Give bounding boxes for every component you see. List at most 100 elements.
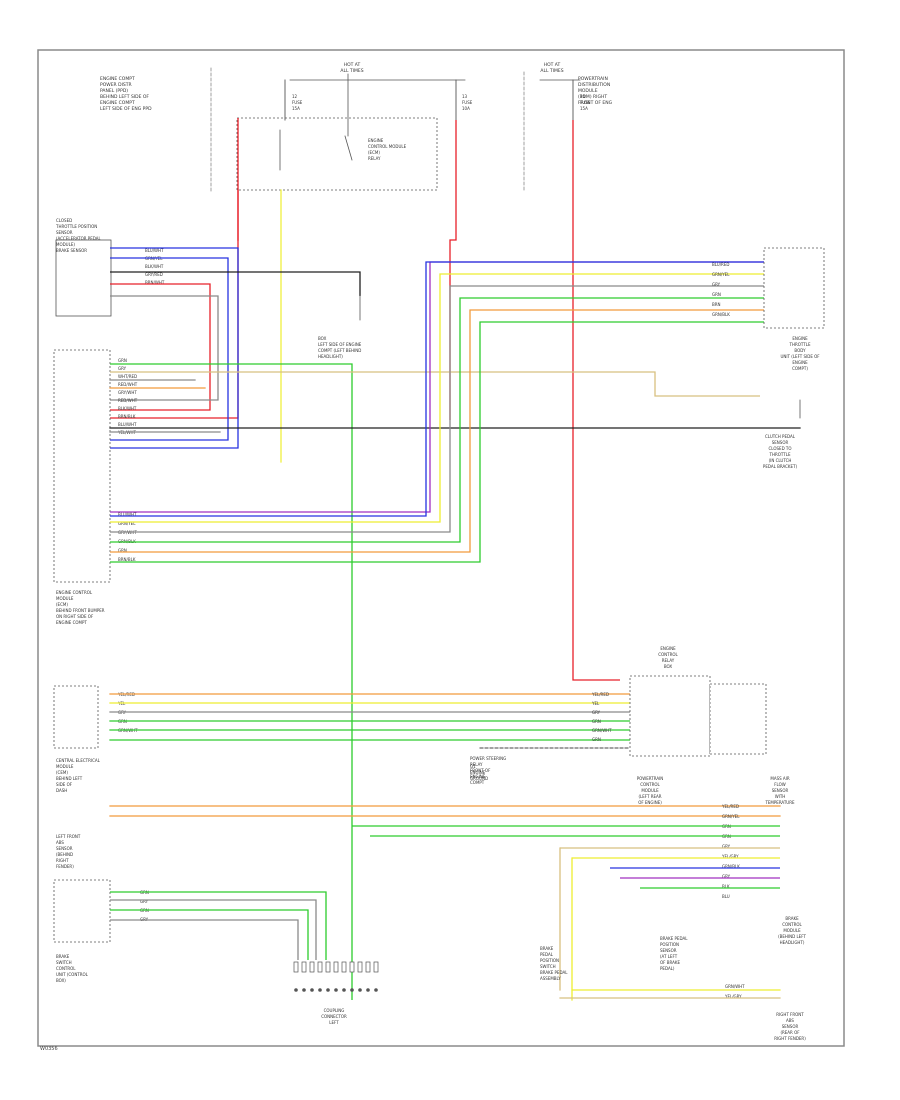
- ecm-wire-code: GRN: [118, 358, 127, 363]
- wire-throttle-2: [110, 285, 764, 533]
- connector-pin: [317, 961, 323, 973]
- abs-wire-code: GRY: [722, 844, 731, 849]
- switch-label-line: HEADLIGHT): [318, 354, 343, 359]
- fuse-13-label-line: FUSE: [462, 100, 473, 105]
- tcm-label-line: MODULE: [641, 788, 659, 793]
- bottom-right-code: GRN/WHT: [725, 984, 745, 989]
- ground-label-line: GROUND: [470, 776, 488, 781]
- relay-wire-code: YEL: [591, 701, 600, 706]
- switch-label-line: LEFT SIDE OF ENGINE: [318, 342, 362, 347]
- connector-terminal: [326, 988, 330, 992]
- abs-wire-code: BLK: [722, 884, 730, 889]
- clutch-pedal-label-line: SWITCH: [540, 964, 556, 969]
- tcm-box: [709, 683, 767, 755]
- wire-red-mid: [449, 120, 457, 420]
- ppd-label-line: POWER DISTR: [100, 82, 132, 88]
- ecm-wire-code: WHT/RED: [118, 374, 137, 379]
- throttle-wire-code: GRY: [712, 282, 721, 287]
- power-relay-label-line: ENGINE: [470, 774, 486, 779]
- right-sensor-label-line: RIGHT FRONT: [776, 1012, 804, 1017]
- ecm-relay-label-line: RELAY: [368, 156, 381, 161]
- pedal-sensor-box: [55, 239, 112, 317]
- ecm-label-line: (ECM): [56, 602, 68, 607]
- mass-air-label-line: TEMPERATURE: [764, 800, 795, 805]
- brake-switch-label-line: CONTROL: [56, 966, 76, 971]
- ground-label-line: ENGINE: [470, 770, 486, 775]
- relay-wire-code: GRY: [592, 710, 601, 715]
- clutch-label-line: PEDAL BRACKET): [763, 464, 798, 469]
- cem-label-line: DASH: [56, 788, 67, 793]
- coupling-label-line: CONNECTOR: [321, 1014, 347, 1019]
- clutch-label-line: THROTTLE: [769, 452, 791, 457]
- bottom-pin-code: GRY: [140, 899, 149, 904]
- ecm-relay-label-line: CONTROL MODULE: [368, 144, 407, 149]
- pedal-sensor-label-line: SENSOR: [56, 230, 73, 235]
- connector-pin: [333, 961, 339, 973]
- relay-module-box: [629, 675, 711, 757]
- power-relay-label-line: POWER STEERING: [470, 756, 506, 761]
- connector-pin: [293, 961, 299, 973]
- brake-module-label-line: CONTROL: [782, 922, 802, 927]
- fuse-14-label-line: 15A: [580, 106, 588, 111]
- ecm-wire-code: RED/WHT: [118, 398, 138, 403]
- throttle-wire-code: GRN/YEL: [712, 272, 730, 277]
- relay-wire-code: GRN/WHT: [592, 728, 612, 733]
- brake-sensor-label-line: OF BRAKE: [660, 960, 680, 965]
- connector-terminal: [310, 988, 314, 992]
- wire-red-right: [572, 120, 620, 681]
- connector-terminal: [358, 988, 362, 992]
- wire-throttle-1: [110, 273, 764, 523]
- left-sensor-label-line: SENSOR: [56, 846, 73, 851]
- brake-sensor-label-line: PEDAL): [660, 966, 675, 971]
- pdm-label-line: POWERTRAIN: [578, 76, 608, 82]
- ppd-label-line: ENGINE COMPT: [100, 76, 135, 82]
- wire-throttle-4: [110, 309, 764, 553]
- wire-red-sensor: [110, 283, 211, 411]
- relay-wire-code: GRN: [592, 719, 601, 724]
- brake-switch-label-line: UNIT (CONTROL: [56, 972, 89, 977]
- connector-terminal: [318, 988, 322, 992]
- fuse-12-label-line: FUSE: [292, 100, 303, 105]
- brake-switch-box: [53, 879, 111, 943]
- brake-sensor-label-line: (AT LEFT: [660, 954, 678, 959]
- ecm-wire-code: BLU/WHT: [118, 422, 137, 427]
- connector-pin: [309, 961, 315, 973]
- wire-bottom-1: [110, 899, 317, 960]
- connector-pin: [373, 961, 379, 973]
- ecm-label-line: ENGINE COMPT: [56, 620, 87, 625]
- wire-throttle-3: [110, 297, 764, 543]
- hot-label-1-line: ALL TIMES: [340, 68, 363, 74]
- ecm-wire-code: RED/WHT: [118, 382, 138, 387]
- throttle-label-line: BODY: [794, 348, 806, 353]
- ppd-label-line: PANEL (PPD): [100, 88, 128, 94]
- wire-gray-sensor: [110, 295, 219, 401]
- connector-terminal: [366, 988, 370, 992]
- abs-wire-code: GRY: [722, 874, 731, 879]
- relay-housing: [236, 117, 438, 191]
- right-sensor-label-line: (REAR OF: [780, 1030, 800, 1035]
- brake-switch-label-line: SWITCH: [56, 960, 72, 965]
- pdm-label-line: DISTRIBUTION: [578, 82, 610, 88]
- throttle-label-line: COMPT): [792, 366, 808, 371]
- wire-tan-clutch: [110, 371, 760, 397]
- wire-green-ecm: [110, 363, 353, 1000]
- abs-wire-code: GRN/BLK: [722, 864, 740, 869]
- cem-label-line: MODULE: [56, 764, 74, 769]
- fuse-12-label-line: 12: [292, 94, 298, 99]
- pdm-label-line: (PDM) RIGHT: [578, 94, 607, 100]
- brake-sensor-label-line: SENSOR: [660, 948, 677, 953]
- throttle-wire-code: BRN: [712, 302, 721, 307]
- abs-wire-code: YEL/RED: [721, 804, 739, 809]
- ecm-wire-code-lower: BRN/BLK: [118, 557, 136, 562]
- clutch-pedal-label-line: BRAKE: [540, 946, 554, 951]
